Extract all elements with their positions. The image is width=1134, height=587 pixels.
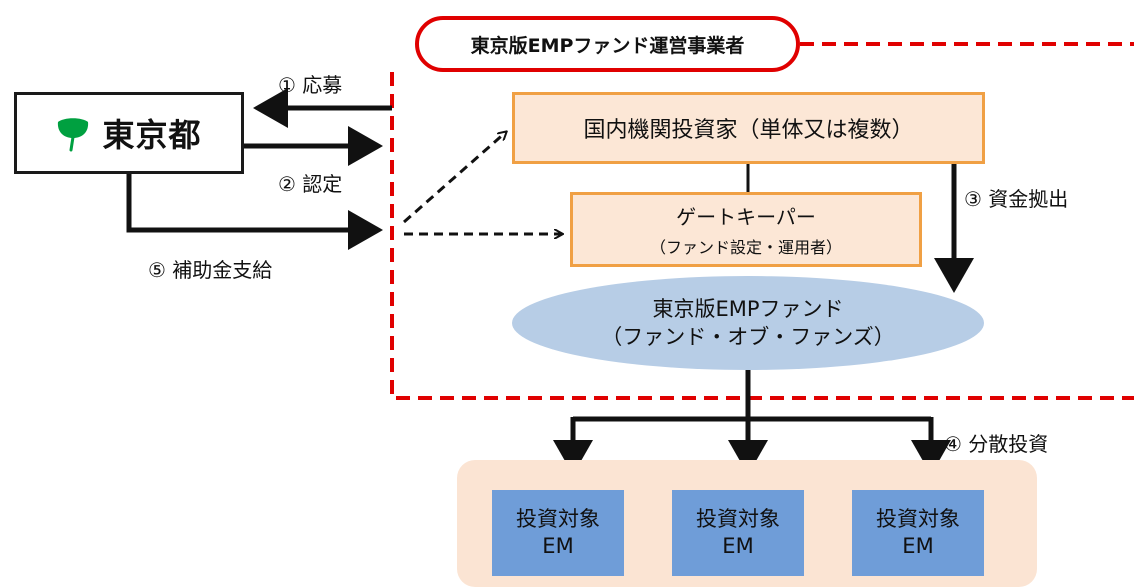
step-invest-label: ④ 分散投資	[944, 432, 1049, 456]
gatekeeper-box: ゲートキーパー （ファンド設定・運用者）	[570, 192, 922, 267]
ginkgo-leaf-icon	[58, 118, 89, 152]
tokyo-label: 東京都	[102, 116, 202, 154]
step-apply-label: ① 応募	[278, 73, 343, 97]
dashed-arrow-to-investor	[403, 132, 506, 224]
investor-box: 国内機関投資家（単体又は複数）	[512, 92, 985, 164]
step-certify-label: ② 認定	[278, 172, 343, 196]
subsidy-arrow	[126, 174, 383, 250]
operator-boundary	[390, 42, 1134, 400]
target-region: EM	[902, 534, 934, 558]
target-title: 投資対象	[876, 506, 960, 531]
target-region: EM	[722, 534, 754, 558]
gatekeeper-title: ゲートキーパー	[676, 205, 816, 229]
fund-name: 東京版EMPファンド	[652, 296, 844, 321]
investment-target: 投資対象 EM	[492, 490, 624, 576]
fund-ellipse: 東京版EMPファンド （ファンド・オブ・ファンズ）	[512, 276, 984, 370]
step-capital-label: ③ 資金拠出	[964, 187, 1069, 211]
step-subsidy-label: ⑤ 補助金支給	[148, 258, 273, 282]
investment-target: 投資対象 EM	[672, 490, 804, 576]
target-title: 投資対象	[516, 506, 600, 531]
tokyo-box: 東京都	[14, 92, 244, 174]
gatekeeper-subtitle: （ファンド設定・運用者）	[649, 238, 842, 257]
fund-type: （ファンド・オブ・ファンズ）	[601, 325, 895, 349]
target-title: 投資対象	[696, 506, 780, 531]
investment-target: 投資対象 EM	[852, 490, 984, 576]
target-region: EM	[542, 534, 574, 558]
operator-label: 東京版EMPファンド運営事業者	[415, 16, 800, 72]
